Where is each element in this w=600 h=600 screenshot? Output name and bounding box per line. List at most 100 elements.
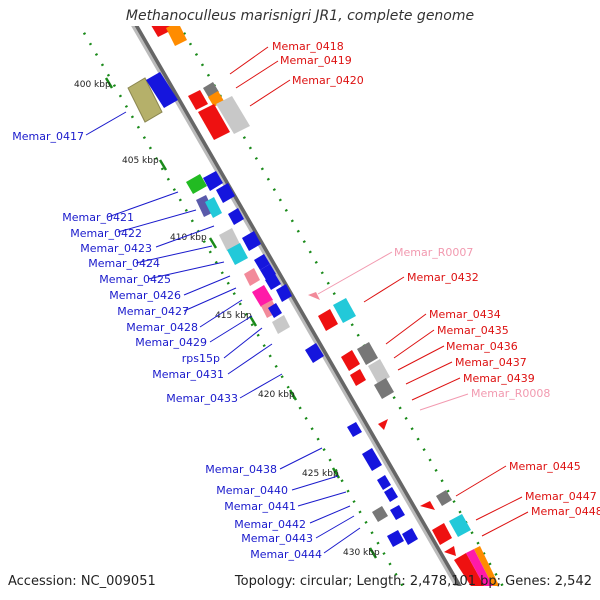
leader-lines-rna bbox=[317, 251, 469, 411]
leader-lines-right bbox=[229, 46, 529, 537]
gene-label[interactable]: Memar_0423 bbox=[80, 242, 152, 255]
gene-feature[interactable] bbox=[198, 104, 230, 140]
gene-feature[interactable] bbox=[347, 422, 362, 437]
backbone-shadow bbox=[133, 26, 462, 586]
gene-feature[interactable] bbox=[420, 501, 435, 510]
gene-feature[interactable] bbox=[387, 530, 404, 547]
tick-label: 400 kbp bbox=[74, 80, 111, 90]
gene-label[interactable]: Memar_0426 bbox=[109, 289, 181, 302]
gene-feature[interactable] bbox=[362, 448, 382, 471]
gene-feature[interactable] bbox=[333, 298, 356, 323]
gene-label[interactable]: Memar_0425 bbox=[99, 273, 171, 286]
gene-label[interactable]: Memar_0444 bbox=[250, 548, 322, 561]
gene-feature[interactable] bbox=[357, 342, 378, 365]
gene-label[interactable]: Memar_0422 bbox=[70, 227, 142, 240]
gene-label[interactable]: Memar_0432 bbox=[407, 271, 479, 284]
genome-map: 400 kbp 405 kbp 410 kbp 415 kbp 420 kbp … bbox=[12, 26, 600, 586]
gene-label[interactable]: rps15p bbox=[182, 352, 220, 365]
gene-feature[interactable] bbox=[308, 292, 320, 300]
gene-label[interactable]: Memar_R0007 bbox=[394, 246, 473, 259]
gene-label[interactable]: Memar_0440 bbox=[216, 484, 288, 497]
gene-label[interactable]: Memar_0448 bbox=[531, 505, 600, 518]
gene-feature[interactable] bbox=[186, 174, 207, 194]
labels-right: Memar_0418 Memar_0419 Memar_0420 Memar_R… bbox=[272, 40, 600, 518]
gene-feature[interactable] bbox=[378, 419, 388, 430]
gene-feature[interactable] bbox=[272, 315, 290, 334]
gene-feature[interactable] bbox=[227, 243, 248, 265]
tick-label: 415 kbp bbox=[215, 311, 252, 321]
gene-feature[interactable] bbox=[390, 505, 405, 520]
gene-feature[interactable] bbox=[384, 487, 398, 502]
gene-label[interactable]: Memar_0434 bbox=[429, 308, 501, 321]
gene-feature[interactable] bbox=[449, 514, 471, 537]
gene-feature[interactable] bbox=[466, 549, 500, 586]
gene-feature[interactable] bbox=[268, 303, 282, 318]
gene-label[interactable]: Memar_0429 bbox=[135, 336, 207, 349]
gene-label[interactable]: Memar_0418 bbox=[272, 40, 344, 53]
gene-feature[interactable] bbox=[374, 378, 394, 399]
gene-feature[interactable] bbox=[196, 195, 214, 217]
labels-left: Memar_0417 Memar_0421 Memar_0422 Memar_0… bbox=[12, 130, 322, 561]
leader-lines-left bbox=[85, 111, 361, 554]
gene-label[interactable]: Memar_0447 bbox=[525, 490, 597, 503]
gene-feature[interactable] bbox=[305, 343, 324, 363]
gene-label[interactable]: Memar_0417 bbox=[12, 130, 84, 143]
gene-feature[interactable] bbox=[252, 285, 273, 307]
gene-feature[interactable] bbox=[454, 553, 492, 586]
gene-label[interactable]: Memar_0443 bbox=[241, 532, 313, 545]
gene-feature[interactable] bbox=[377, 475, 391, 490]
gene-feature[interactable] bbox=[444, 546, 456, 556]
gene-feature[interactable] bbox=[203, 171, 223, 191]
gene-label[interactable]: Memar_R0008 bbox=[471, 387, 550, 400]
gene-feature[interactable] bbox=[368, 359, 390, 384]
gene-feature[interactable] bbox=[350, 369, 366, 386]
gene-feature[interactable] bbox=[265, 274, 281, 290]
gene-label[interactable]: Memar_0420 bbox=[292, 74, 364, 87]
gene-feature[interactable] bbox=[432, 523, 452, 545]
gene-feature[interactable] bbox=[402, 528, 418, 545]
gene-feature[interactable] bbox=[205, 197, 222, 218]
gene-label[interactable]: Memar_0421 bbox=[62, 211, 134, 224]
gene-feature[interactable] bbox=[216, 183, 235, 203]
gene-feature[interactable] bbox=[372, 506, 388, 522]
gene-feature[interactable] bbox=[474, 546, 506, 586]
gene-feature[interactable] bbox=[219, 228, 240, 251]
accession-text: Accession: NC_009051 bbox=[8, 574, 156, 589]
tick-marks bbox=[104, 77, 378, 559]
gene-feature[interactable] bbox=[244, 268, 260, 286]
gene-label[interactable]: Memar_0435 bbox=[437, 324, 509, 337]
gene-feature[interactable] bbox=[276, 284, 292, 302]
gene-label[interactable]: Memar_0439 bbox=[463, 372, 535, 385]
gene-label[interactable]: Memar_0424 bbox=[88, 257, 160, 270]
tick-label: 425 kbp bbox=[302, 469, 339, 479]
gene-label[interactable]: Memar_0427 bbox=[117, 305, 189, 318]
gene-label[interactable]: Memar_0437 bbox=[455, 356, 527, 369]
gene-label[interactable]: Memar_0433 bbox=[166, 392, 238, 405]
gene-label[interactable]: Memar_0431 bbox=[152, 368, 224, 381]
gene-label[interactable]: Memar_0441 bbox=[224, 500, 296, 513]
gene-feature[interactable] bbox=[216, 96, 250, 134]
gene-feature[interactable] bbox=[242, 231, 261, 251]
gene-feature[interactable] bbox=[318, 309, 338, 331]
gene-label[interactable]: Memar_0445 bbox=[509, 460, 581, 473]
gene-feature[interactable] bbox=[127, 77, 163, 123]
gene-feature[interactable] bbox=[146, 72, 178, 108]
gene-label[interactable]: Memar_0436 bbox=[446, 340, 518, 353]
genome-summary-text: Topology: circular; Length: 2,478,101 bp… bbox=[234, 574, 592, 589]
gene-feature[interactable] bbox=[436, 490, 452, 506]
gene-feature[interactable] bbox=[341, 350, 360, 371]
gene-feature[interactable] bbox=[228, 208, 244, 225]
gene-feature[interactable] bbox=[166, 26, 187, 46]
tick-labels: 400 kbp 405 kbp 410 kbp 415 kbp 420 kbp … bbox=[74, 80, 380, 558]
gene-label[interactable]: Memar_0442 bbox=[234, 518, 306, 531]
genome-title: Methanoculleus marisnigri JR1, complete … bbox=[125, 8, 475, 24]
gene-feature[interactable] bbox=[254, 254, 270, 270]
tick-label: 405 kbp bbox=[122, 156, 159, 166]
gene-feature[interactable] bbox=[188, 90, 208, 110]
gene-features-left bbox=[127, 72, 418, 547]
gene-label[interactable]: Memar_0419 bbox=[280, 54, 352, 67]
gene-label[interactable]: Memar_0428 bbox=[126, 321, 198, 334]
gene-label[interactable]: Memar_0438 bbox=[205, 463, 277, 476]
tick-label: 420 kbp bbox=[258, 390, 295, 400]
